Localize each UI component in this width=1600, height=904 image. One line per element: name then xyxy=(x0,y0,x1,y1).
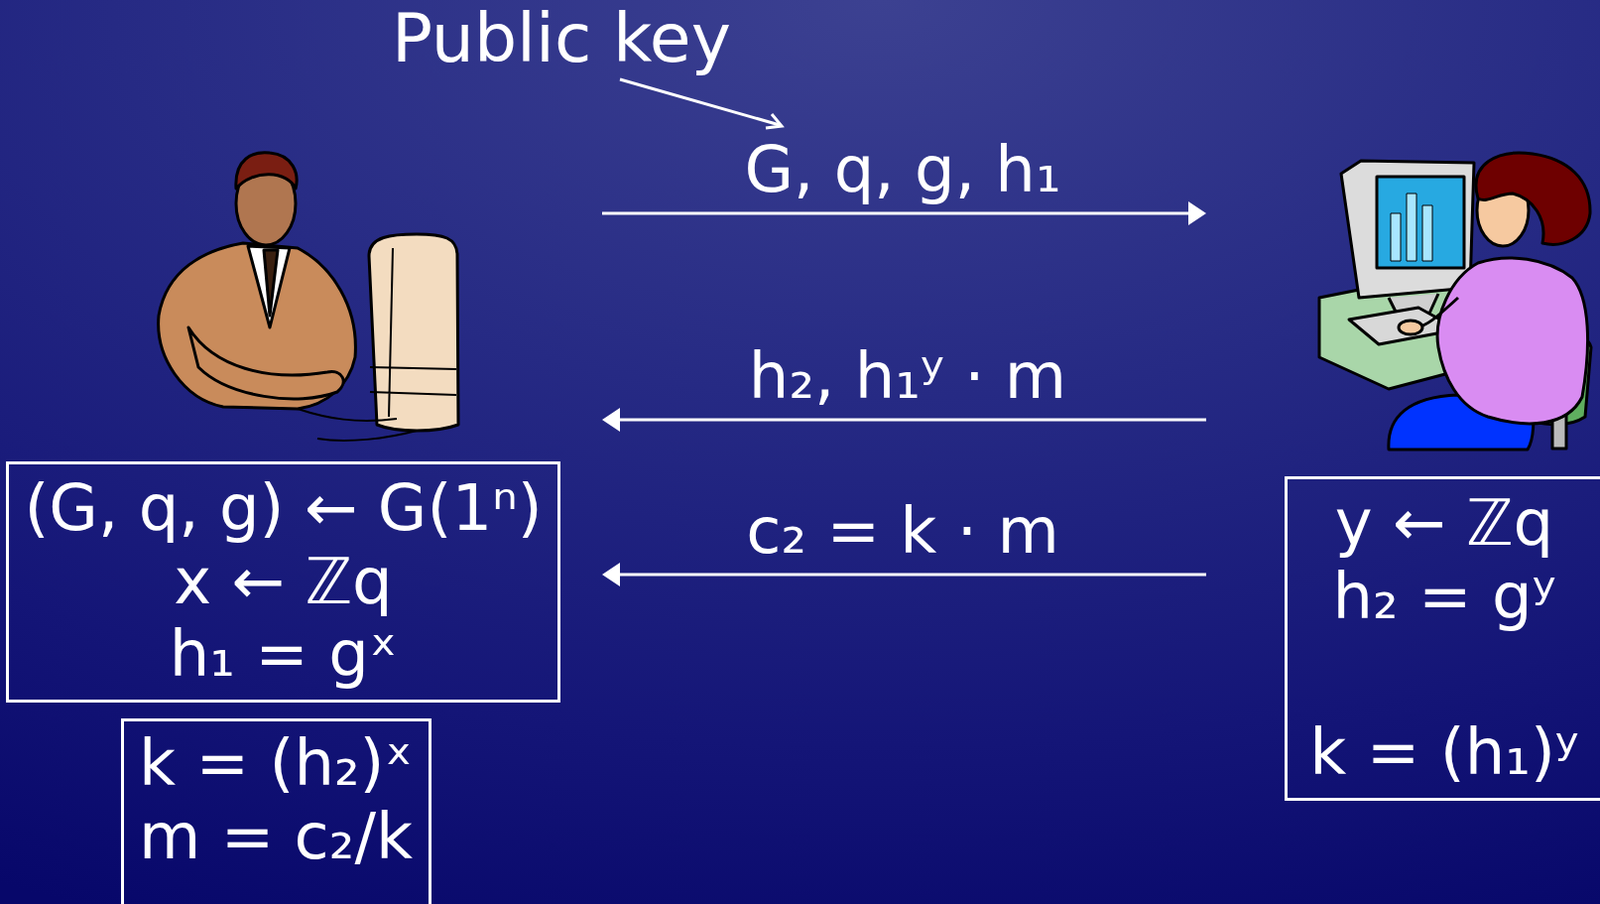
message-arrow xyxy=(616,573,1207,577)
arm xyxy=(188,327,344,399)
hair xyxy=(1476,152,1591,245)
shirt xyxy=(1437,257,1588,424)
keyboard-lines xyxy=(297,408,417,441)
screen-bar xyxy=(1406,193,1417,261)
suit-body xyxy=(158,243,357,409)
message-label: G, q, g, h₁ xyxy=(743,133,1061,208)
hair xyxy=(236,152,297,189)
formula-text: k = (h₂)ˣ xyxy=(137,727,415,801)
callout-label: Public key xyxy=(391,0,732,78)
arrowheads xyxy=(602,201,1207,587)
woman-figure xyxy=(1319,152,1592,450)
arrowhead xyxy=(602,407,620,432)
tower-lines xyxy=(369,247,457,417)
screen-bar xyxy=(1422,205,1433,261)
man-figure xyxy=(158,152,459,441)
message-arrow xyxy=(616,418,1207,422)
arm xyxy=(1416,297,1459,328)
arrowhead xyxy=(1188,201,1207,226)
formula-box: (G, q, g) ← G(1ⁿ)x ← ℤqh₁ = gˣ xyxy=(5,461,561,703)
formula-text: (G, q, g) ← G(1ⁿ) xyxy=(22,472,544,546)
formula-box: k = (h₂)ˣm = c₂/k xyxy=(121,718,432,904)
monitor xyxy=(1341,160,1475,298)
formula-text: m = c₂/k xyxy=(137,800,415,874)
formula-text: k = (h₁)ʸ xyxy=(1301,716,1588,790)
hand xyxy=(1398,320,1423,335)
leader-head xyxy=(765,114,782,128)
formula-text: y ← ℤq xyxy=(1301,487,1588,561)
formula-text: h₁ = gˣ xyxy=(22,617,544,692)
formula-text: x ← ℤq xyxy=(22,545,544,619)
message-label: h₂, h₁ʸ · m xyxy=(748,340,1067,414)
arrowhead xyxy=(602,562,620,587)
formula-box: y ← ℤqh₂ = gʸ k = (h₁)ʸ xyxy=(1284,476,1600,801)
computer-tower xyxy=(369,234,459,431)
screen xyxy=(1376,176,1465,268)
message-label: c₂ = k · m xyxy=(745,494,1060,569)
leader-line xyxy=(619,79,780,125)
message-arrow xyxy=(602,212,1191,216)
message-arrows xyxy=(602,79,1207,575)
screen-bar xyxy=(1390,213,1401,261)
shirt xyxy=(247,246,290,328)
formula-text: h₂ = gʸ xyxy=(1301,560,1588,634)
tie xyxy=(263,249,278,316)
